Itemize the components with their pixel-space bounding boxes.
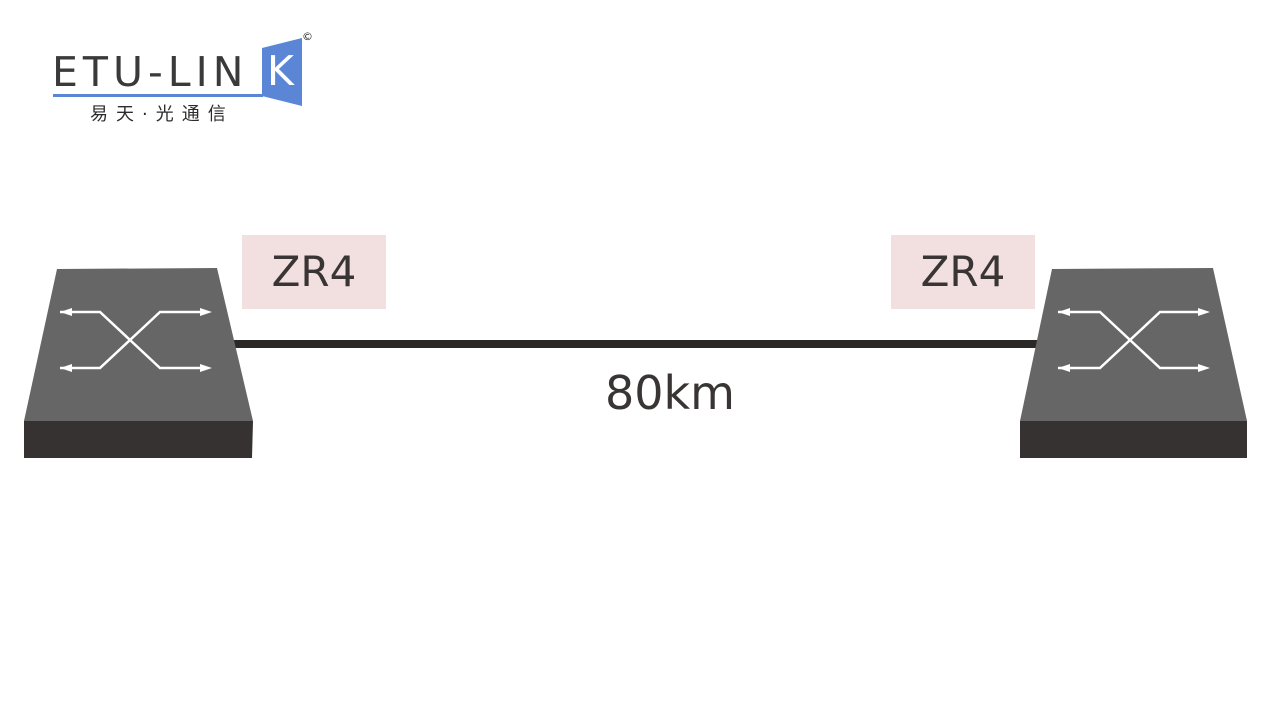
right-zr4-label: ZR4 — [891, 235, 1035, 309]
logo-k-letter: K — [267, 47, 294, 95]
copyright-mark: © — [302, 30, 313, 43]
right-switch-side — [1020, 421, 1247, 458]
left-switch-side — [24, 421, 253, 458]
logo-subtitle: 易天·光通信 — [90, 104, 234, 125]
left-zr4-label: ZR4 — [242, 235, 386, 309]
etu-link-logo: ETU-LIN K © 易天·光通信 — [50, 30, 330, 130]
left-switch — [24, 268, 253, 458]
link-distance-label: 80km — [605, 366, 735, 420]
right-switch — [1020, 268, 1247, 458]
left-switch-top — [24, 268, 253, 421]
logo-underline — [53, 94, 263, 97]
right-switch-arrows-icon — [1058, 308, 1210, 372]
left-switch-arrows-icon — [60, 308, 212, 372]
logo-wordmark: ETU-LIN — [52, 48, 249, 96]
logo-k-badge — [262, 38, 302, 106]
